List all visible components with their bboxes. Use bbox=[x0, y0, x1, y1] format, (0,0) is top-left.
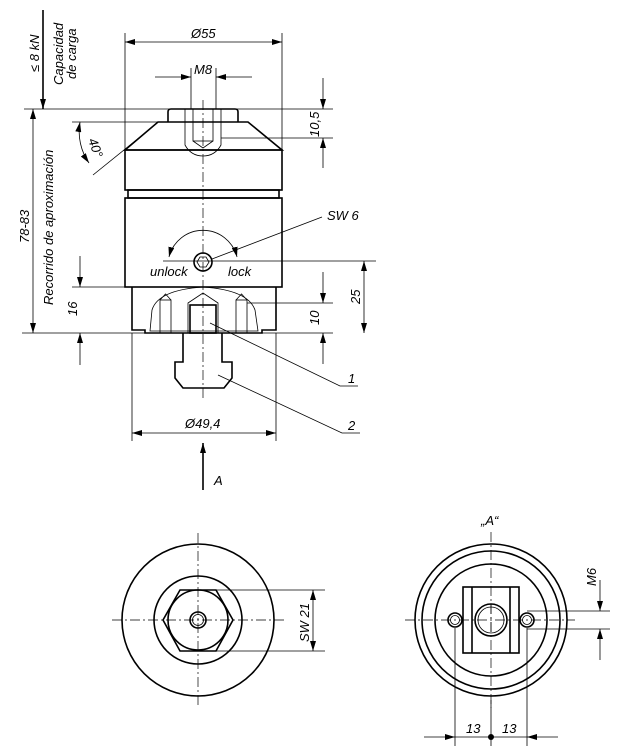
dim-thread-m8: M8 bbox=[194, 62, 213, 77]
bottom-left-view: SW 21 bbox=[112, 533, 325, 708]
dim-25: 25 bbox=[348, 289, 363, 305]
dim-diameter-55: Ø55 bbox=[190, 26, 216, 41]
lower-body bbox=[124, 197, 283, 288]
outer-circle bbox=[121, 543, 275, 697]
lock-rotation-arrow bbox=[168, 229, 238, 258]
lock-label: lock bbox=[228, 264, 253, 279]
dim-13-left: 13 bbox=[466, 721, 481, 736]
dim-13-right: 13 bbox=[502, 721, 517, 736]
unlock-label: unlock bbox=[150, 264, 189, 279]
wrench-size-sw6: SW 6 bbox=[327, 208, 360, 223]
chamfered-cap bbox=[122, 121, 285, 151]
view-arrow-label: A bbox=[213, 473, 223, 488]
dim-angle-40: 40° bbox=[85, 136, 106, 160]
part-number-2: 2 bbox=[347, 418, 356, 433]
dim-diameter-49-4: Ø49,4 bbox=[184, 416, 220, 431]
bottom-right-view: „A“ M6 13 13 bbox=[405, 513, 610, 746]
dim-sw21: SW 21 bbox=[297, 603, 312, 642]
groove bbox=[127, 189, 280, 199]
view-a-title: „A“ bbox=[480, 513, 499, 528]
part-number-1: 1 bbox=[348, 371, 355, 386]
main-view: unlock lock SW 6 Ø55 M8 10,5 40° ≤ 8 kN … bbox=[17, 10, 376, 490]
t-slot-nut bbox=[462, 586, 520, 654]
dim-16: 16 bbox=[65, 301, 80, 316]
dim-height-10-5: 10,5 bbox=[307, 111, 322, 137]
clamping-pin bbox=[174, 333, 233, 389]
outer-circle bbox=[414, 543, 568, 697]
dim-thread-m6: M6 bbox=[584, 567, 599, 586]
load-label-2: de carga bbox=[64, 28, 79, 79]
load-label-1: Capacidad bbox=[51, 22, 66, 85]
dim-10: 10 bbox=[307, 310, 322, 325]
load-value: ≤ 8 kN bbox=[27, 34, 42, 72]
dim-travel-78-83: 78-83 bbox=[17, 209, 32, 243]
section-base bbox=[149, 286, 259, 332]
travel-label: Recorrido de aproximación bbox=[41, 150, 56, 305]
